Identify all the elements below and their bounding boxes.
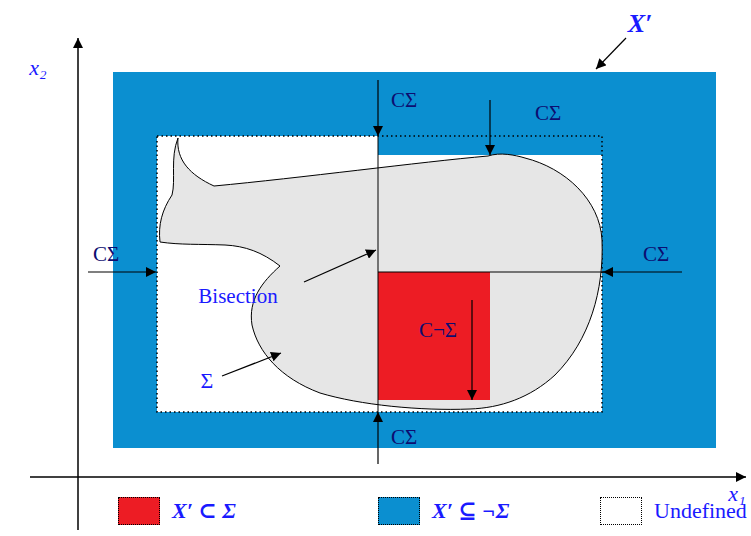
split-line (378, 272, 604, 273)
contractor-arrow (603, 271, 682, 272)
contractor-label: CΣ (391, 427, 417, 448)
contractor-arrow (471, 300, 472, 400)
contractor-label: CΣ (643, 244, 669, 265)
legend-text: Undefined (654, 500, 747, 522)
contractor-arrow (377, 80, 378, 136)
contractor-label: CΣ (391, 90, 417, 111)
leader-arrow (596, 38, 626, 69)
undefined-border (157, 136, 602, 412)
leader-arrow (304, 250, 376, 282)
legend-text: X′ ⊂ Σ (172, 500, 236, 522)
legend-swatch (378, 497, 420, 525)
axis-label: x₂ (29, 57, 46, 79)
leader-arrow (222, 353, 281, 376)
contractor-label: C¬Σ (419, 320, 457, 341)
legend-text: X′ ⊆ ¬Σ (432, 500, 509, 522)
set-sigma (160, 138, 603, 409)
legend-swatch (600, 497, 642, 525)
set-label: X′ (628, 11, 653, 37)
inner-box (378, 272, 490, 400)
bisection-line (378, 136, 379, 412)
contractor-arrow (377, 412, 378, 464)
set-label: Σ (201, 370, 214, 392)
contractor-label: CΣ (535, 103, 561, 124)
x2-axis (77, 38, 79, 530)
contractor-label: CΣ (93, 244, 119, 265)
legend-swatch (118, 497, 160, 525)
contractor-arrow (489, 100, 490, 155)
x1-axis (30, 476, 746, 478)
outer-box (113, 72, 716, 448)
bisection-label: Bisection (198, 286, 277, 307)
contractor-arrow (88, 271, 156, 272)
